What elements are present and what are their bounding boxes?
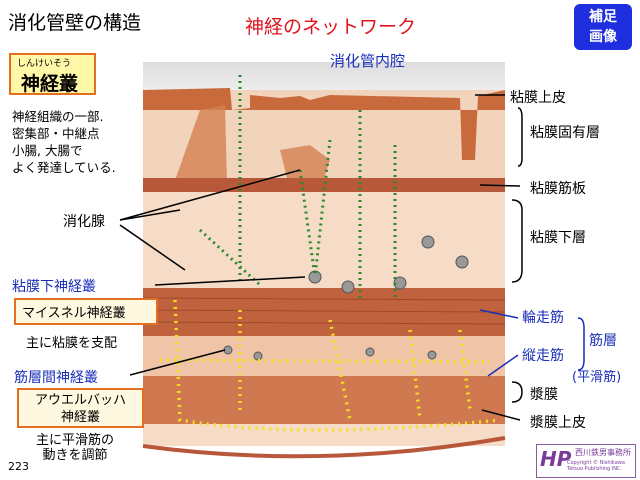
muscle-layer-label: 筋層 <box>589 333 617 349</box>
muscularis-mucosae <box>143 178 505 192</box>
desc-line: よく発達している. <box>12 160 116 175</box>
circular-muscle-label: 輪走筋 <box>522 310 564 326</box>
myenteric-plexus-label: 筋層間神経叢 <box>14 370 98 386</box>
myenteric-layer <box>143 336 505 376</box>
lumen-label: 消化管内腔 <box>330 52 406 70</box>
description: 神経組織の一部. 密集部・中継点 小腸, 大腸で よく発達している. <box>12 108 116 176</box>
epithelium-label: 粘膜上皮 <box>510 90 566 106</box>
serosa-epithelium <box>142 436 506 459</box>
auerbach-line: 神経叢 <box>60 410 100 425</box>
desc-line: 密集部・中継点 <box>12 126 100 141</box>
smooth-muscle-label: (平滑筋) <box>572 370 622 385</box>
epithelium <box>143 88 505 160</box>
serosa-label: 漿膜 <box>530 387 558 403</box>
meissner-role: 主に粘膜を支配 <box>26 336 118 351</box>
hp-logo-mark: HP <box>540 447 572 471</box>
submucosa <box>143 192 505 288</box>
submucosal-nerve-fibers <box>198 75 397 300</box>
serosa-epithelium-label: 漿膜上皮 <box>530 415 586 431</box>
badge-line: 補足 <box>589 9 617 25</box>
myenteric-nerve-fibers <box>159 299 501 432</box>
page-number: 223 <box>8 460 29 473</box>
role-line: 主に平滑筋の <box>36 433 115 448</box>
page-title: 消化管壁の構造 <box>8 12 142 34</box>
meissner-box: マイスネル神経叢 <box>14 298 158 325</box>
page-subtitle: 神経のネットワーク <box>245 16 417 38</box>
role-line: 動きを調節 <box>42 448 108 463</box>
publisher-logo: HP 西川鉄男事務所 Copyright © Nishikawa Tetsuo … <box>536 444 636 478</box>
longitudinal-muscle <box>143 376 505 424</box>
longitudinal-muscle-label: 縦走筋 <box>522 348 564 364</box>
supplement-badge[interactable]: 補足画像 <box>574 4 632 50</box>
logo-copyright: Copyright © Nishikawa Tetsuo Publishing … <box>567 460 625 472</box>
gland-label: 消化腺 <box>63 214 105 230</box>
desc-line: 小腸, 大腸で <box>12 143 83 158</box>
auerbach-line: アウエルバッハ <box>34 393 126 408</box>
desc-line: 神経組織の一部. <box>12 109 104 124</box>
submucosa-label: 粘膜下層 <box>530 230 586 246</box>
term-ruby: しんけいそう <box>17 59 72 69</box>
lamina-propria-label: 粘膜固有層 <box>530 125 600 141</box>
term-box: しんけいそう 神経叢 <box>9 53 96 95</box>
submucosal-plexus-label: 粘膜下神経叢 <box>12 279 96 295</box>
auerbach-role: 主に平滑筋の 動きを調節 <box>36 433 114 463</box>
serosa <box>143 424 505 446</box>
auerbach-box: アウエルバッハ 神経叢 <box>17 388 144 428</box>
logo-name: 西川鉄男事務所 <box>575 448 631 457</box>
term: 神経叢 <box>21 73 79 95</box>
muscularis-mucosae-label: 粘膜筋板 <box>530 181 586 197</box>
badge-line: 画像 <box>589 29 617 45</box>
